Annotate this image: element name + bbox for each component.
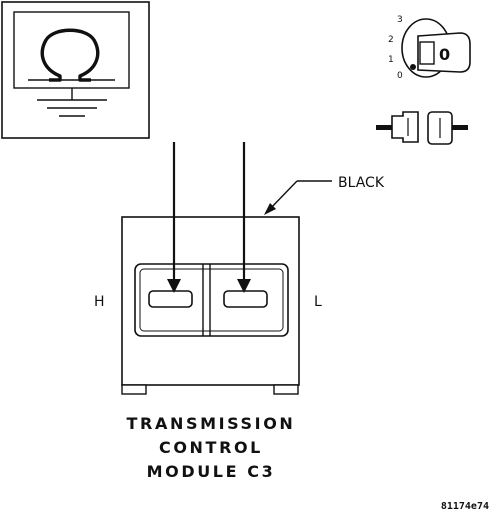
connector-cavity-inner <box>139 268 284 332</box>
connector-color-label: BLACK <box>338 175 385 191</box>
connector-foot-left <box>121 384 147 395</box>
ignition-key-shoulder <box>419 41 435 65</box>
meter-outer-frame <box>1 1 150 139</box>
omega-symbol <box>40 28 100 82</box>
disconnected-connector-icon <box>376 111 468 145</box>
ignition-key-mark: 0 <box>439 45 450 64</box>
connector-foot-right <box>273 384 299 395</box>
probe-arrowhead-right <box>237 279 251 293</box>
connector-right-wire <box>452 125 468 130</box>
figure-id: 81174e74 <box>441 501 489 512</box>
terminal-h <box>148 290 193 308</box>
module-connector <box>121 216 300 395</box>
ohmmeter-icon <box>1 1 150 139</box>
leader-arrowhead <box>264 203 276 215</box>
connector-left-wire <box>376 125 392 130</box>
module-title-line-2: CONTROL <box>159 438 263 457</box>
ignition-pointer-dot <box>410 64 416 70</box>
meter-display-frame <box>13 11 130 89</box>
ignition-position-3: 3 <box>397 15 403 25</box>
probe-arrowhead-left <box>167 279 181 293</box>
ignition-position-2: 2 <box>388 35 394 45</box>
ignition-position-1: 1 <box>388 55 394 65</box>
terminal-l <box>223 290 268 308</box>
module-title-line-1: TRANSMISSION <box>127 414 296 433</box>
pin-label-l: L <box>314 294 322 310</box>
pin-label-h: H <box>94 294 105 310</box>
ignition-key-icon: 3 2 1 0 0 <box>388 15 471 81</box>
connector-male-half <box>391 111 419 143</box>
module-title-line-3: MODULE C3 <box>147 462 276 481</box>
ignition-position-0: 0 <box>397 71 403 81</box>
